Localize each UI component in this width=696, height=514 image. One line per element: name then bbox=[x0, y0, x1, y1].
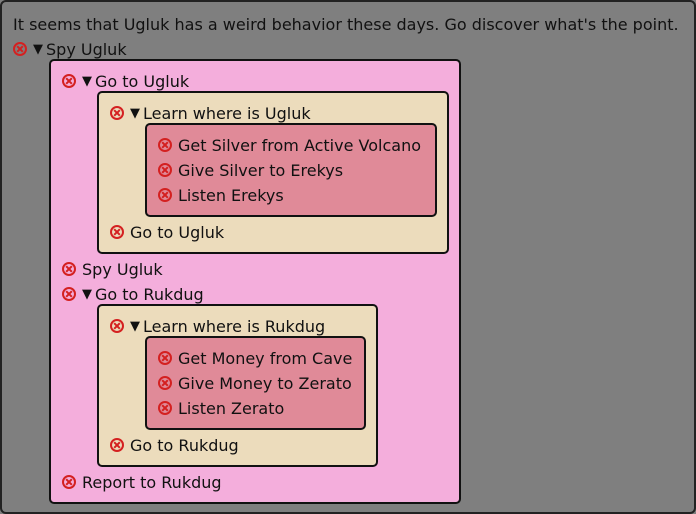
remove-icon[interactable] bbox=[62, 74, 76, 88]
task-row: Listen Zerato bbox=[158, 397, 284, 419]
intro-text: It seems that Ugluk has a weird behavior… bbox=[13, 15, 679, 34]
substep-final-row: Go to Rukdug bbox=[110, 434, 239, 456]
step-report-rukdug-row: Report to Rukdug bbox=[62, 471, 222, 493]
task-label: Listen Erekys bbox=[178, 185, 284, 205]
remove-icon[interactable] bbox=[158, 188, 172, 202]
remove-icon[interactable] bbox=[110, 438, 124, 452]
collapse-triangle-icon[interactable]: ▼ bbox=[82, 286, 92, 302]
task-row: Get Silver from Active Volcano bbox=[158, 134, 421, 156]
substep-learn-ugluk-row: ▼ Learn where is Ugluk bbox=[110, 102, 311, 124]
remove-icon[interactable] bbox=[158, 401, 172, 415]
step-go-to-rukdug-row: ▼ Go to Rukdug bbox=[62, 283, 204, 305]
collapse-triangle-icon[interactable]: ▼ bbox=[82, 73, 92, 89]
quest-root-row: ▼ Spy Ugluk bbox=[13, 38, 127, 60]
task-label: Give Money to Zerato bbox=[178, 373, 352, 393]
task-list-panel-ugluk bbox=[145, 123, 437, 217]
remove-icon[interactable] bbox=[158, 138, 172, 152]
remove-icon[interactable] bbox=[62, 475, 76, 489]
task-label: Give Silver to Erekys bbox=[178, 160, 344, 180]
task-row: Give Money to Zerato bbox=[158, 372, 352, 394]
step-label: Spy Ugluk bbox=[82, 259, 163, 279]
step-go-to-ugluk-row: ▼ Go to Ugluk bbox=[62, 70, 189, 92]
remove-icon[interactable] bbox=[62, 262, 76, 276]
task-label: Listen Zerato bbox=[178, 398, 285, 418]
remove-icon[interactable] bbox=[110, 225, 124, 239]
remove-icon[interactable] bbox=[62, 287, 76, 301]
task-row: Get Money from Cave bbox=[158, 347, 352, 369]
remove-icon[interactable] bbox=[158, 376, 172, 390]
task-label: Get Silver from Active Volcano bbox=[178, 135, 421, 155]
step-label: Go to Rukdug bbox=[95, 284, 204, 304]
substep-label: Learn where is Rukdug bbox=[143, 316, 326, 336]
collapse-triangle-icon[interactable]: ▼ bbox=[130, 105, 140, 121]
task-label: Get Money from Cave bbox=[178, 348, 353, 368]
substep-learn-rukdug-row: ▼ Learn where is Rukdug bbox=[110, 315, 325, 337]
step-label: Report to Rukdug bbox=[82, 472, 222, 492]
collapse-triangle-icon[interactable]: ▼ bbox=[130, 318, 140, 334]
task-list-panel-rukdug bbox=[145, 336, 366, 430]
remove-icon[interactable] bbox=[13, 42, 27, 56]
step-spy-ugluk-row: Spy Ugluk bbox=[62, 258, 163, 280]
remove-icon[interactable] bbox=[110, 319, 124, 333]
task-row: Listen Erekys bbox=[158, 184, 284, 206]
remove-icon[interactable] bbox=[158, 163, 172, 177]
substep-final-row: Go to Ugluk bbox=[110, 221, 224, 243]
substep-final-label: Go to Ugluk bbox=[130, 222, 225, 242]
substep-label: Learn where is Ugluk bbox=[143, 103, 311, 123]
step-label: Go to Ugluk bbox=[95, 71, 190, 91]
substep-final-label: Go to Rukdug bbox=[130, 435, 239, 455]
collapse-triangle-icon[interactable]: ▼ bbox=[33, 41, 43, 57]
remove-icon[interactable] bbox=[110, 106, 124, 120]
quest-root-label: Spy Ugluk bbox=[46, 39, 127, 59]
remove-icon[interactable] bbox=[158, 351, 172, 365]
task-row: Give Silver to Erekys bbox=[158, 159, 343, 181]
